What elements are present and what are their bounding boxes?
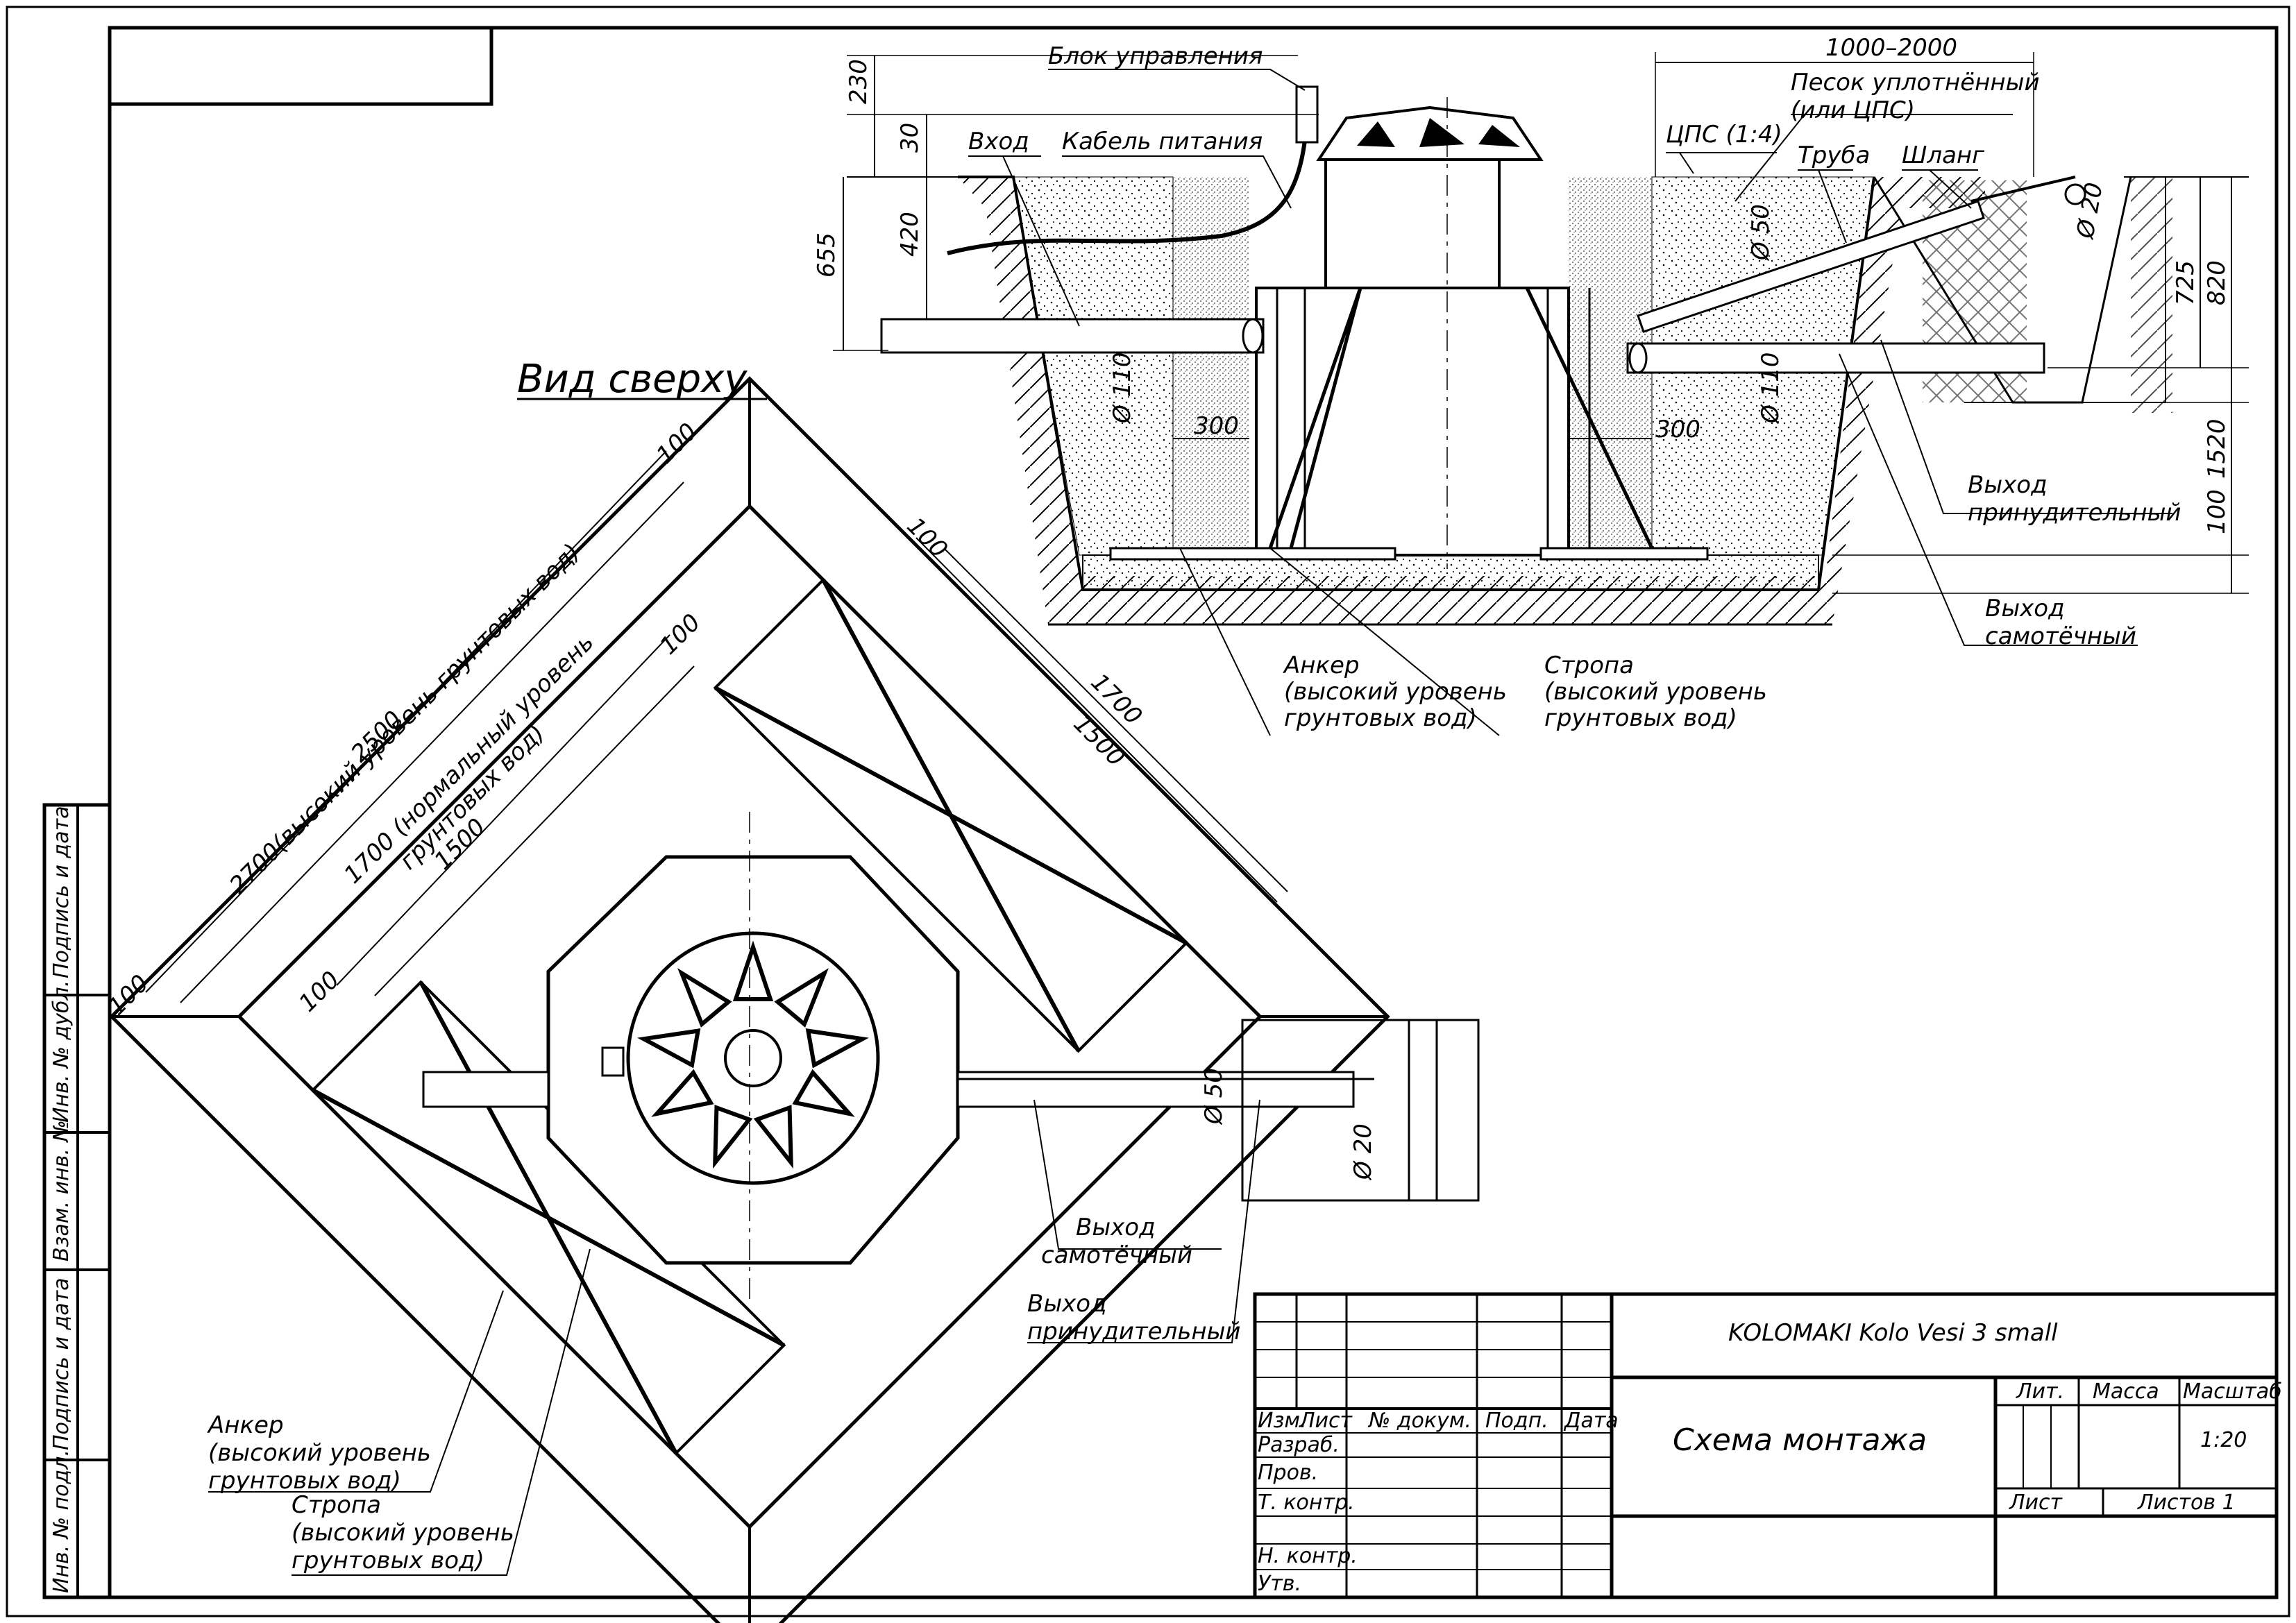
stamp-orig-inv: Инв. № подл. — [49, 1450, 74, 1593]
label-gravity-outlet: Выход — [1985, 595, 2065, 622]
label-power-cable: Кабель питания — [1062, 128, 1263, 155]
label-sand-2: (или ЦПС) — [1791, 96, 1915, 124]
title-block: Изм. Лист № докум. Подп. Дата Разраб. Пр… — [1253, 1292, 2282, 1599]
plan-label-sling-3: грунтовых вод) — [292, 1547, 484, 1574]
dim-300-right: 300 — [1655, 416, 1700, 443]
dim-pipe-50: Ø 50 — [1747, 204, 1775, 262]
label-cps: ЦПС (1:4) — [1666, 121, 1782, 148]
label-forced-outlet: Выход — [1968, 471, 2048, 499]
plan-dim-50: Ø 50 — [1200, 1068, 1228, 1125]
anchor-plate-left — [1109, 547, 1396, 561]
tb-scale-label: Масштаб — [2183, 1379, 2282, 1404]
tb-nkontr: Н. контр. — [1258, 1544, 1358, 1568]
tb-prov: Пров. — [1258, 1461, 1318, 1485]
plan-lid-vents — [637, 940, 869, 1169]
label-control-unit: Блок управления — [1048, 42, 1263, 70]
tb-sheets: Листов 1 — [2137, 1490, 2236, 1515]
pit-outer — [109, 376, 1390, 1623]
dim-30: 30 — [896, 123, 924, 153]
plan-label-forced: Выход — [1027, 1290, 1107, 1318]
tb-scale: 1:20 — [2200, 1428, 2247, 1452]
tb-list: Лист — [1299, 1409, 1353, 1433]
dim-230: 230 — [845, 59, 872, 104]
plan-title: Вид сверху — [517, 357, 748, 402]
label-hose: Шланг — [1902, 142, 1985, 169]
tb-massa: Масса — [2093, 1379, 2159, 1404]
plan-dim-20: Ø 20 — [1349, 1123, 1377, 1181]
section-right-dims: 725 820 1520 100 — [1832, 177, 2249, 594]
base-slab — [1082, 554, 1819, 590]
hose — [1970, 176, 2076, 203]
tb-sign: Подп. — [1485, 1409, 1548, 1433]
gravity-outlet-pipe — [1626, 342, 2045, 374]
plan-dim-100-c: 100 — [294, 966, 345, 1017]
tb-date: Дата — [1563, 1409, 1619, 1433]
section-left-dims: 230 30 420 655 — [813, 55, 1319, 351]
label-pipe: Труба — [1798, 142, 1870, 169]
dim-outlet-110: Ø 110 — [1757, 352, 1784, 425]
tb-razrab: Разраб. — [1258, 1433, 1340, 1457]
plan-dim-100-e: 100 — [902, 512, 953, 563]
power-cable — [947, 96, 1310, 255]
label-sling-2: (высокий уровень — [1544, 678, 1767, 706]
inlet-pipe — [880, 318, 1265, 354]
label-anchor-2: (высокий уровень — [1284, 678, 1507, 706]
dim-820: 820 — [2203, 260, 2231, 305]
label-sling-3: грунтовых вод) — [1544, 704, 1737, 732]
dim-1520: 1520 — [2203, 418, 2231, 479]
plan-anchor-top — [713, 577, 1189, 1053]
plan-dim-100-b: 100 — [651, 418, 702, 469]
label-gravity-outlet-2: самотёчный — [1985, 622, 2136, 650]
tank-body — [1255, 287, 1570, 556]
label-sand: Песок уплотнённый — [1791, 69, 2040, 96]
plan-control-unit — [601, 1046, 625, 1077]
tb-tkontr: Т. контр. — [1258, 1490, 1355, 1515]
stamp-sign-date-1: Подпись и дата — [49, 806, 74, 979]
tb-doc-name: Схема монтажа — [1673, 1422, 1927, 1458]
stamp-dup-inv: Инв. № дубл. — [49, 980, 74, 1123]
hose-end — [2064, 183, 2086, 205]
label-sling: Стропа — [1544, 652, 1634, 679]
dim-300-left: 300 — [1194, 412, 1239, 440]
plan-label-sling-2: (высокий уровень — [292, 1519, 514, 1547]
plan-trench — [1241, 1019, 1480, 1202]
plan-dim-100-d: 100 — [655, 609, 706, 660]
label-forced-outlet-2: принудительный — [1968, 499, 2181, 527]
plan-label-anchor-3: грунтовых вод) — [208, 1467, 401, 1495]
soil-hatch — [958, 177, 1985, 624]
tb-izm: Изм. — [1258, 1409, 1307, 1433]
plan-label-gravity-2: самотёчный — [1041, 1241, 1192, 1269]
label-anchor: Анкер — [1283, 652, 1360, 679]
dim-420: 420 — [896, 212, 924, 257]
plan-label-gravity: Выход — [1076, 1214, 1156, 1241]
forced-outlet-pipe — [1637, 200, 1985, 333]
tb-utv: Утв. — [1258, 1572, 1301, 1596]
plan-label-sling: Стропа — [292, 1491, 381, 1519]
side-stamp: Подпись и дата Инв. № дубл. Взам. инв. №… — [42, 803, 112, 1599]
label-anchor-3: грунтовых вод) — [1284, 704, 1477, 732]
dim-inlet-110: Ø 110 — [1108, 352, 1136, 425]
dim-725: 725 — [2172, 260, 2200, 305]
tb-doc: № докум. — [1367, 1409, 1471, 1433]
dim-100-section: 100 — [2203, 489, 2231, 534]
section-view: 230 30 420 655 725 820 1520 100 1000–200… — [813, 34, 2249, 736]
tank-neck — [1324, 158, 1501, 289]
stamp-sign-date-2: Подпись и дата — [49, 1278, 74, 1451]
tb-sheet: Лист — [2009, 1490, 2063, 1515]
sling-left — [1268, 287, 1362, 549]
plan-inlet-pipe — [422, 1071, 550, 1108]
dim-655: 655 — [813, 232, 841, 278]
label-inlet: Вход — [968, 128, 1029, 155]
stamp-replace-inv: Взам. инв. № — [49, 1120, 74, 1261]
anchor-plate-right — [1539, 547, 1709, 561]
dim-1000-2000: 1000–2000 — [1825, 34, 1957, 62]
plan-label-anchor: Анкер — [207, 1411, 284, 1439]
plan-label-anchor-2: (высокий уровень — [208, 1439, 431, 1467]
plan-lid-inner — [724, 1029, 782, 1087]
tb-designation: KOLOMAKI Kolo Vesi 3 small — [1728, 1319, 2058, 1347]
tb-lit: Лит. — [2016, 1379, 2064, 1404]
plan-label-forced-2: принудительный — [1027, 1318, 1241, 1345]
plan-outlet-pipe — [956, 1071, 1355, 1108]
